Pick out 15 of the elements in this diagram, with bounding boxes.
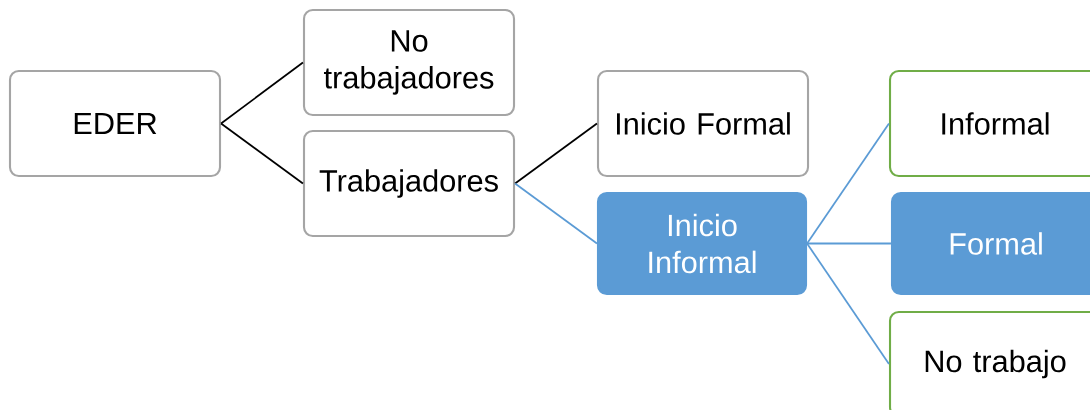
connector [220, 61, 304, 125]
connector [220, 122, 304, 185]
connector [514, 182, 598, 245]
connector [806, 242, 890, 365]
box: Trabajadores [302, 129, 516, 238]
connector [806, 122, 890, 245]
highlighted-box: Formal [890, 191, 1090, 296]
highlighted-box: Inicio Informal [596, 191, 808, 296]
connector [514, 122, 598, 185]
box: No trabajo [888, 310, 1090, 410]
connector [806, 242, 892, 245]
box: No trabajadores [302, 8, 516, 117]
box: EDER [8, 69, 222, 178]
box: Inicio Formal [596, 69, 810, 178]
box: Informal [888, 69, 1090, 178]
